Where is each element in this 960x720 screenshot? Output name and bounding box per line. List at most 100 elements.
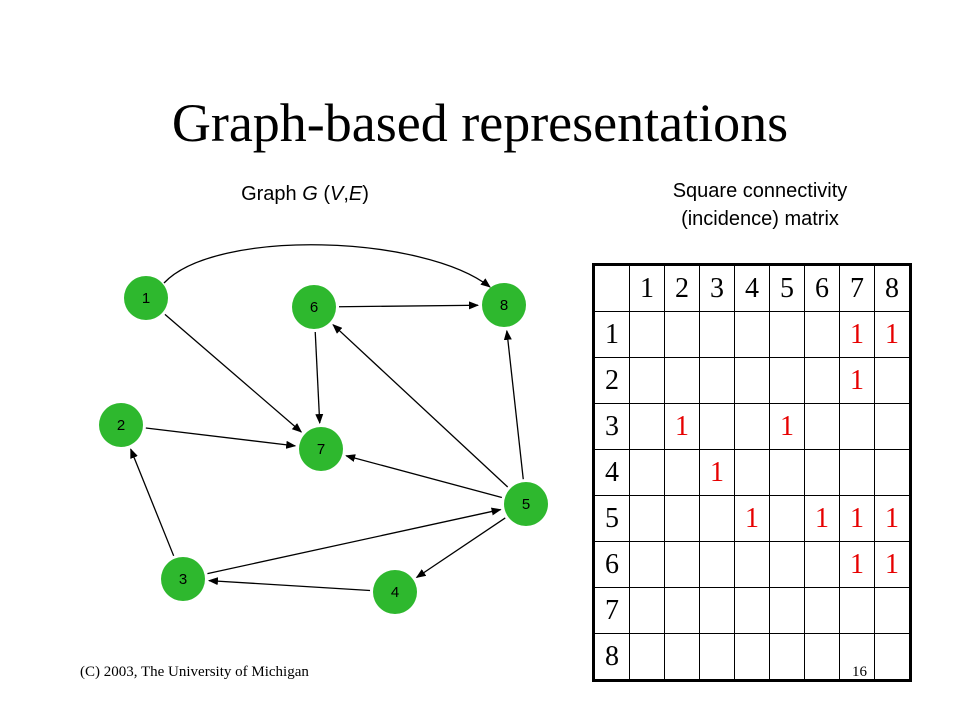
matrix-cell-2-8 xyxy=(874,357,911,404)
matrix-cell-8-1 xyxy=(629,633,665,681)
matrix-cell-4-5 xyxy=(769,449,805,496)
matrix-cell-5-5 xyxy=(769,495,805,542)
matrix-cell-1-5 xyxy=(769,311,805,358)
matrix-cell-5-3 xyxy=(699,495,735,542)
matrix-cell-3-5: 1 xyxy=(769,403,805,450)
matrix-cell-3-6 xyxy=(804,403,840,450)
matrix-cell-7-2 xyxy=(664,587,700,634)
graph-node-1-label: 1 xyxy=(142,290,150,307)
matrix-cell-5-8: 1 xyxy=(874,495,911,542)
matrix-col-header-7: 7 xyxy=(839,264,875,312)
matrix-cell-8-3 xyxy=(699,633,735,681)
graph-node-2-circle xyxy=(99,403,143,447)
matrix-row-header-1: 1 xyxy=(593,311,630,358)
matrix-col-header-6: 6 xyxy=(804,264,840,312)
graph-node-2: 2 xyxy=(99,403,143,447)
graph-edges xyxy=(130,244,524,592)
graph-node-6: 6 xyxy=(292,285,336,329)
matrix-cell-7-5 xyxy=(769,587,805,634)
matrix-cell-1-4 xyxy=(734,311,770,358)
matrix-cell-3-4 xyxy=(734,403,770,450)
matrix-cell-4-3: 1 xyxy=(699,449,735,496)
matrix-cell-8-4 xyxy=(734,633,770,681)
matrix-cell-3-1 xyxy=(629,403,665,450)
edge-6-8 xyxy=(338,301,480,310)
graph-node-6-label: 6 xyxy=(310,299,318,316)
matrix-cell-4-8 xyxy=(874,449,911,496)
graph-node-1-circle xyxy=(124,276,168,320)
matrix-cell-6-7: 1 xyxy=(839,541,875,588)
graph-node-8-circle xyxy=(482,283,526,327)
matrix-cell-7-7 xyxy=(839,587,875,634)
graph-node-5-label: 5 xyxy=(522,496,530,513)
matrix-row-header-3: 3 xyxy=(593,403,630,450)
graph-node-4: 4 xyxy=(373,570,417,614)
matrix-cell-5-6: 1 xyxy=(804,495,840,542)
matrix-cell-6-6 xyxy=(804,541,840,588)
matrix-cell-8-6 xyxy=(804,633,840,681)
edge-5-6 xyxy=(332,324,509,488)
matrix-cell-6-4 xyxy=(734,541,770,588)
matrix-caption: Square connectivity (incidence) matrix xyxy=(590,177,930,233)
matrix-cell-8-8 xyxy=(874,633,911,681)
edge-3-2 xyxy=(130,448,175,557)
matrix-col-header-4: 4 xyxy=(734,264,770,312)
matrix-cell-6-5 xyxy=(769,541,805,588)
edge-3-5 xyxy=(207,507,502,575)
graph-node-7: 7 xyxy=(299,427,343,471)
graph-caption: Graph G (V,E) xyxy=(241,183,369,205)
matrix-cell-1-7: 1 xyxy=(839,311,875,358)
graph-caption-g: G xyxy=(302,183,318,205)
matrix-cell-1-3 xyxy=(699,311,735,358)
matrix-cell-6-1 xyxy=(629,541,665,588)
graph-node-5: 5 xyxy=(504,482,548,526)
graph-node-8-label: 8 xyxy=(500,297,508,314)
graph-node-3-circle xyxy=(161,557,205,601)
matrix-cell-6-3 xyxy=(699,541,735,588)
graph-node-2-label: 2 xyxy=(117,417,125,434)
matrix-cell-6-2 xyxy=(664,541,700,588)
graph-node-3-label: 3 xyxy=(179,571,187,588)
matrix-col-header-1: 1 xyxy=(629,264,665,312)
edge-1-7 xyxy=(164,313,303,433)
matrix-cell-2-7: 1 xyxy=(839,357,875,404)
matrix-cell-4-7 xyxy=(839,449,875,496)
matrix-row-header-5: 5 xyxy=(593,495,630,542)
graph-node-5-circle xyxy=(504,482,548,526)
matrix-col-header-2: 2 xyxy=(664,264,700,312)
edge-6-7 xyxy=(314,331,324,425)
matrix-cell-6-8: 1 xyxy=(874,541,911,588)
matrix-cell-5-2 xyxy=(664,495,700,542)
matrix-cell-7-3 xyxy=(699,587,735,634)
matrix-cell-3-2: 1 xyxy=(664,403,700,450)
matrix-cell-3-8 xyxy=(874,403,911,450)
matrix-col-header-5: 5 xyxy=(769,264,805,312)
matrix-cell-7-8 xyxy=(874,587,911,634)
matrix-cell-3-3 xyxy=(699,403,735,450)
graph-node-7-label: 7 xyxy=(317,441,325,458)
graph-node-7-circle xyxy=(299,427,343,471)
matrix-cell-5-7: 1 xyxy=(839,495,875,542)
matrix-cell-5-4: 1 xyxy=(734,495,770,542)
matrix-row-8: 8 xyxy=(593,633,911,681)
matrix-cell-7-6 xyxy=(804,587,840,634)
graph-caption-e: E xyxy=(348,183,363,205)
graph-node-4-label: 4 xyxy=(391,584,399,601)
matrix-corner-cell xyxy=(593,264,630,312)
matrix-cell-4-1 xyxy=(629,449,665,496)
graph-caption-v: V xyxy=(330,183,344,205)
matrix-cell-4-4 xyxy=(734,449,770,496)
matrix-cell-2-6 xyxy=(804,357,840,404)
graph-node-1: 1 xyxy=(124,276,168,320)
matrix-cell-2-2 xyxy=(664,357,700,404)
matrix-row-7: 7 xyxy=(593,587,911,634)
matrix-cell-1-6 xyxy=(804,311,840,358)
matrix-cell-4-6 xyxy=(804,449,840,496)
matrix-cell-7-1 xyxy=(629,587,665,634)
